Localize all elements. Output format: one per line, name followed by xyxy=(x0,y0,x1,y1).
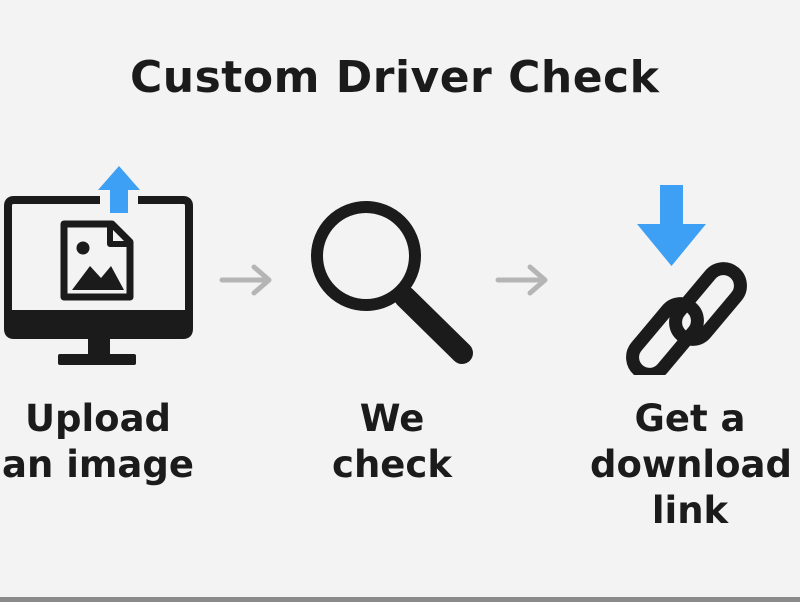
page-title: Custom Driver Check xyxy=(130,52,660,103)
step-caption-download: Get a download link xyxy=(590,397,792,532)
upload-arrow-icon xyxy=(98,166,140,213)
link-icon xyxy=(626,262,747,375)
arrow-right-icon xyxy=(219,264,272,296)
step-caption-check: We check xyxy=(332,397,452,486)
monitor-upload-icon xyxy=(4,166,193,365)
step-caption-upload: Upload an image xyxy=(2,397,194,486)
download-link-icon xyxy=(626,185,747,375)
image-file-icon xyxy=(60,220,134,301)
arrow-right-icon xyxy=(495,264,548,296)
magnifier-icon xyxy=(311,201,473,364)
bottom-divider xyxy=(0,597,800,602)
download-arrow-icon xyxy=(637,185,706,266)
